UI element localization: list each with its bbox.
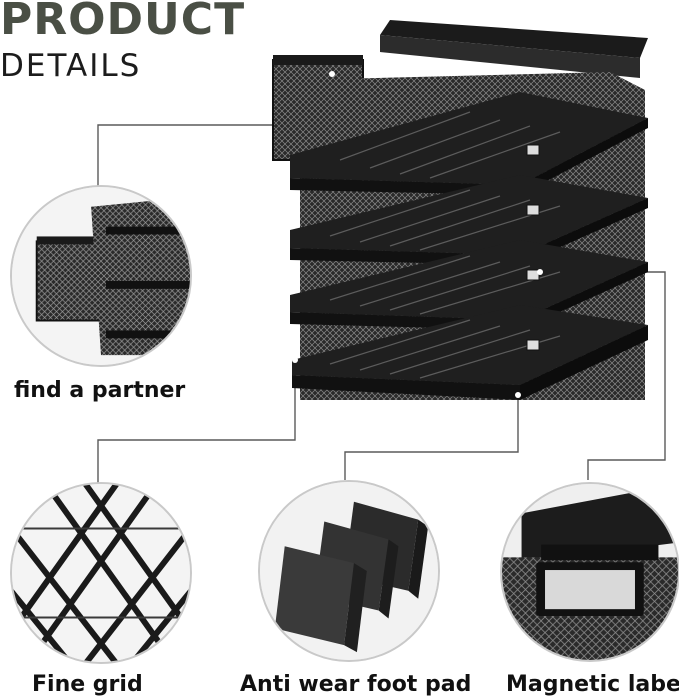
detail-magnetic-label-image: [500, 482, 679, 662]
detail-fine-grid-image: [10, 482, 192, 664]
feature-label-magnetic: Magnetic label: [506, 672, 679, 697]
detail-foot-pad-image: [258, 480, 440, 662]
page-subtitle: DETAILS: [0, 48, 142, 84]
feature-label-partner: find a partner: [14, 378, 186, 403]
feature-label-fine-grid: Fine grid: [32, 672, 143, 697]
detail-pen-holder-image: [10, 185, 192, 367]
feature-label-foot-pad: Anti wear foot pad: [240, 672, 472, 697]
page-title: PRODUCT: [0, 0, 246, 45]
